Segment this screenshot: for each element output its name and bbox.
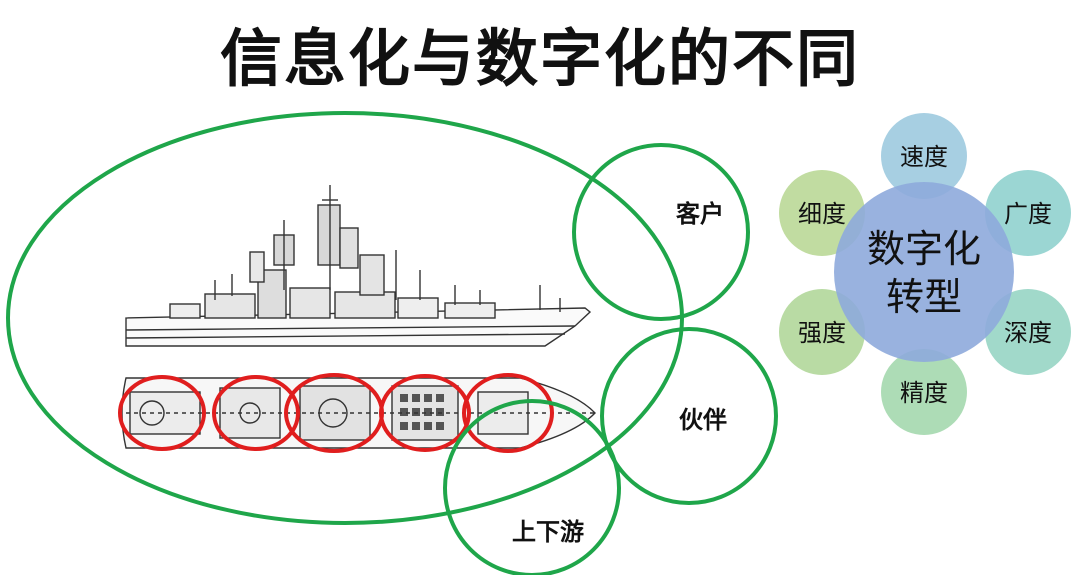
warship-side-view-icon bbox=[125, 185, 592, 347]
petal-speed bbox=[881, 113, 967, 199]
upstream-downstream-circle bbox=[443, 399, 621, 575]
slide-title: 信息化与数字化的不同 bbox=[219, 22, 860, 95]
petal-label-speed: 速度 bbox=[900, 143, 948, 171]
petal-precision bbox=[881, 349, 967, 435]
customer-circle bbox=[572, 143, 750, 321]
center-label-line2: 转型 bbox=[886, 275, 962, 319]
petal-label-precision: 精度 bbox=[900, 379, 948, 407]
center-label-line1: 数字化 bbox=[867, 227, 981, 271]
partner-circle bbox=[600, 327, 778, 505]
petal-label-intensity: 强度 bbox=[798, 319, 846, 347]
petal-breadth bbox=[985, 170, 1071, 256]
petal-label-granularity: 细度 bbox=[798, 200, 846, 228]
customer-label: 客户 bbox=[676, 200, 724, 228]
partner-label: 伙伴 bbox=[679, 406, 727, 434]
highlight-ring bbox=[379, 374, 471, 452]
warship-plan-view-icon bbox=[121, 377, 596, 449]
highlight-ring bbox=[118, 375, 206, 451]
petal-depth bbox=[985, 289, 1071, 375]
highlight-ring bbox=[212, 375, 300, 451]
center-hub bbox=[834, 182, 1014, 362]
petal-label-depth: 深度 bbox=[1004, 319, 1052, 347]
petal-label-breadth: 广度 bbox=[1004, 200, 1052, 228]
upstream-downstream-label: 上下游 bbox=[512, 518, 584, 546]
highlight-rings bbox=[118, 373, 554, 453]
highlight-ring bbox=[462, 373, 554, 453]
